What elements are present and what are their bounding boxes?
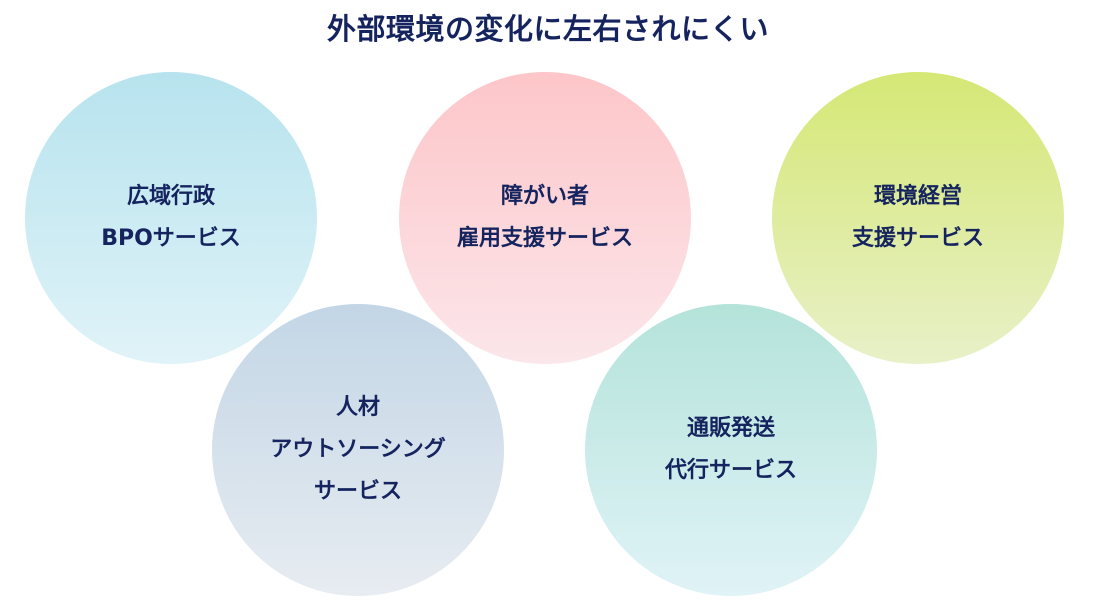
circle-label-line: 通販発送: [686, 416, 775, 441]
diagram-title: 外部環境の変化に左右されにくい: [327, 12, 769, 46]
circle-mail-order-fulfillment: 通販発送 代行サービス: [585, 304, 877, 596]
circle-disability-employment: 障がい者 雇用支援サービス: [399, 72, 691, 364]
circle-label-line: 障がい者: [500, 184, 589, 209]
circle-label-line: 環境経営: [873, 184, 962, 209]
circle-label-line: 支援サービス: [851, 226, 984, 251]
circle-label-line: BPOサービス: [101, 226, 241, 251]
circle-environmental-management: 環境経営 支援サービス: [772, 72, 1064, 364]
circle-hr-outsourcing: 人材 アウトソーシング サービス: [212, 304, 504, 596]
circle-regional-admin-bpo: 広域行政 BPOサービス: [25, 72, 317, 364]
circle-label-line: アウトソーシング: [270, 437, 446, 462]
circle-label-line: 人材: [335, 395, 380, 420]
circle-label-line: 広域行政: [126, 184, 215, 209]
circle-label-line: 代行サービス: [664, 458, 797, 483]
circle-label-line: 雇用支援サービス: [456, 226, 633, 251]
circle-label-line: サービス: [313, 479, 402, 504]
